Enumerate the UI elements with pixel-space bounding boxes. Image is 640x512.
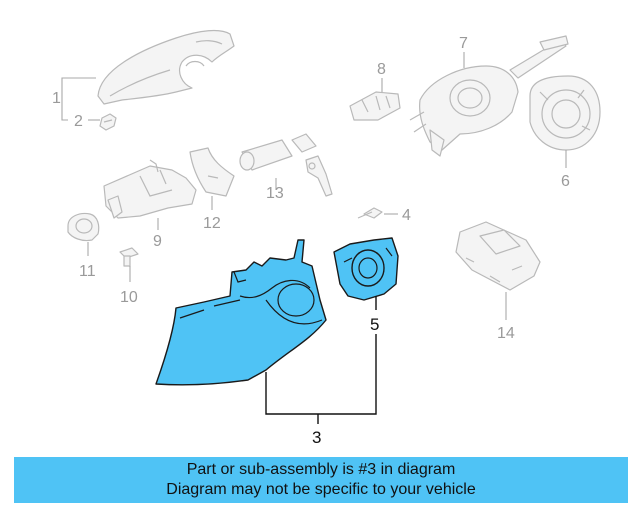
callout-3: 3 — [312, 428, 321, 447]
key-and-cylinder-icon — [239, 133, 333, 197]
upper-column-shroud-icon — [97, 29, 235, 105]
lower-column-cover-icon — [155, 239, 327, 386]
callout-6: 6 — [561, 173, 570, 190]
callout-1: 1 — [52, 90, 61, 107]
clip-icon — [99, 113, 117, 131]
callout-5: 5 — [370, 315, 379, 334]
callout-8: 8 — [377, 61, 386, 78]
lock-cylinder-icon — [67, 212, 100, 242]
callout-11: 11 — [79, 263, 96, 280]
callout-14: 14 — [497, 325, 515, 342]
callout-7: 7 — [459, 35, 468, 52]
callout-9: 9 — [153, 233, 162, 250]
callout-2: 2 — [74, 113, 83, 130]
ignition-housing-icon — [103, 159, 197, 219]
trim-bezel-icon — [333, 237, 399, 301]
callout-4: 4 — [402, 207, 411, 224]
banner-line-2: Diagram may not be specific to your vehi… — [166, 481, 476, 498]
callout-10: 10 — [120, 289, 138, 306]
switch-bracket-icon — [349, 91, 401, 121]
callout-12: 12 — [203, 215, 221, 232]
info-banner: Part or sub-assembly is #3 in diagram Di… — [14, 457, 628, 503]
control-module-icon — [455, 221, 541, 291]
parts-diagram: 1 2 8 7 6 13 12 9 4 11 10 14 5 3 — [52, 29, 601, 447]
screw-icon — [357, 207, 383, 219]
trim-panel-icon — [189, 147, 235, 197]
bolt-icon — [119, 247, 139, 267]
banner-line-1: Part or sub-assembly is #3 in diagram — [186, 461, 456, 478]
callout-13: 13 — [266, 185, 284, 202]
combination-switch-icon — [409, 35, 569, 157]
clock-spring-icon — [529, 75, 601, 151]
